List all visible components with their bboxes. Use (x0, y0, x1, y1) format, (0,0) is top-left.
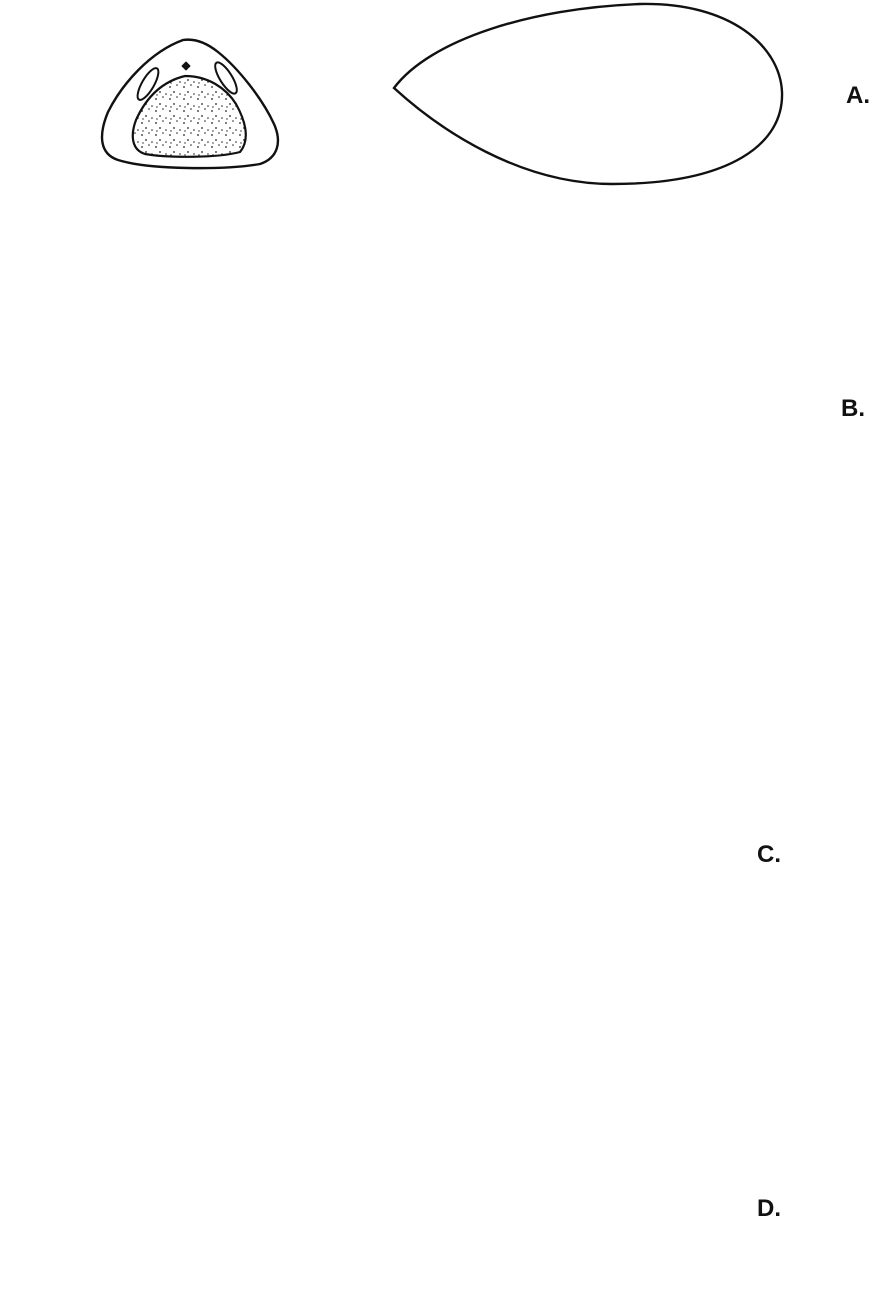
outline-a (394, 4, 782, 184)
cross-section-a-hilum (182, 62, 190, 70)
panel-label-d: D. (757, 1195, 781, 1223)
panel-a (102, 4, 782, 184)
cross-section-a-seed (133, 76, 246, 157)
cross-section-a (102, 40, 278, 168)
panel-label-a: A. (846, 82, 870, 110)
panel-label-c: C. (757, 841, 781, 869)
panel-label-b: B. (841, 395, 865, 423)
